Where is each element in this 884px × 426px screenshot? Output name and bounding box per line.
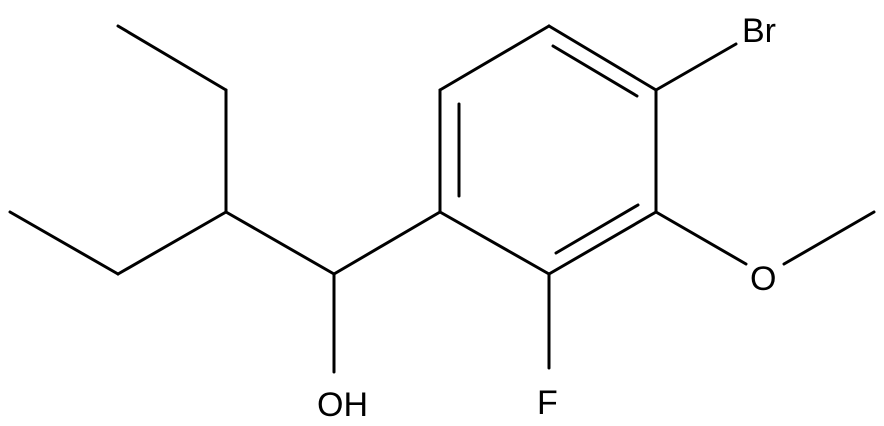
- atom-label-br: Br: [742, 12, 776, 50]
- ring-bond-c1-c2: [438, 24, 551, 92]
- atom-label-oh: OH: [317, 386, 368, 424]
- bond-o-to-methyl: [782, 210, 876, 266]
- ring-bond-c5-c6: [438, 210, 551, 276]
- ring-double-bond-inner-2: [551, 44, 639, 98]
- atom-label-o: O: [750, 260, 776, 298]
- bond-carbinol-to-ch: [224, 210, 336, 276]
- bond-lower-ch2-to-ch3: [8, 210, 120, 276]
- bond-upper-ch2-to-ch3: [116, 24, 228, 92]
- ring-double-bond-inner-3: [554, 203, 640, 255]
- bond-ring-to-carbinol: [332, 210, 442, 276]
- bond-ring-to-o: [654, 210, 748, 266]
- bond-ch-to-lower-ch2: [116, 210, 228, 276]
- ring-bond-c2-c3: [547, 24, 658, 92]
- bond-ring-to-br: [654, 42, 738, 92]
- ring-bond-c4-c5: [547, 210, 658, 276]
- atom-label-f: F: [537, 384, 558, 422]
